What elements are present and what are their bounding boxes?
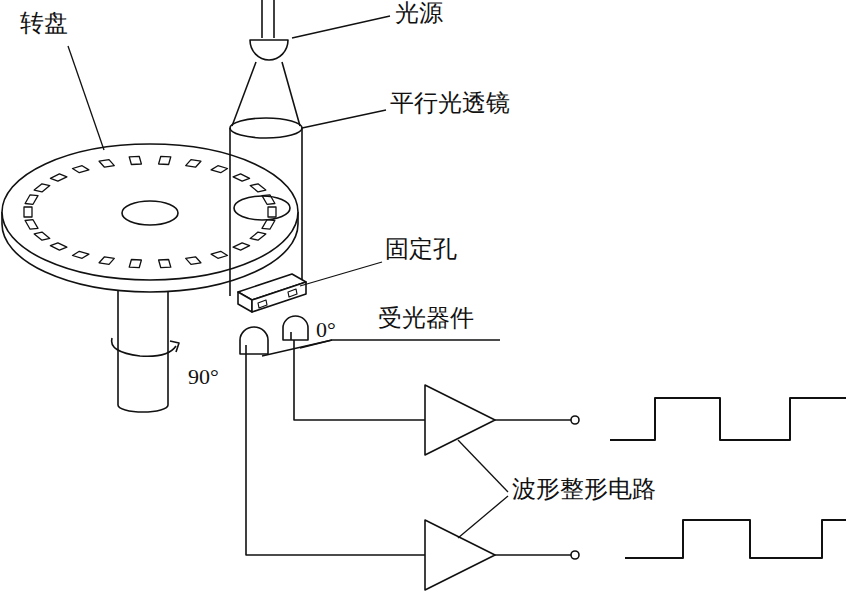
disk-slot xyxy=(268,207,276,217)
angle-label: 90° xyxy=(188,365,219,389)
disk-slot xyxy=(211,166,227,173)
fixed-slit xyxy=(238,274,306,312)
wires xyxy=(246,340,579,559)
disk-slot xyxy=(233,243,250,250)
disk-slot xyxy=(99,257,114,265)
disk xyxy=(2,144,298,292)
disk-slot xyxy=(129,156,141,164)
disk-slot xyxy=(186,160,201,168)
disk-slot xyxy=(24,207,32,217)
disk-slot xyxy=(129,260,141,268)
part-label: 光源 xyxy=(395,0,443,26)
disk-slot xyxy=(159,260,171,268)
disk-slot xyxy=(211,251,227,258)
light-cone xyxy=(232,62,300,126)
disk-slot xyxy=(50,243,67,250)
part-label: 平行光透镜 xyxy=(390,90,510,116)
disk-slot xyxy=(25,195,38,205)
lens-cylinder xyxy=(230,118,302,296)
disk-slot xyxy=(233,174,250,181)
disk-slot xyxy=(99,160,114,168)
disk-slot xyxy=(186,257,201,265)
disk-slot xyxy=(250,232,266,240)
disk-slot xyxy=(34,232,50,240)
disk-slot xyxy=(262,220,275,230)
disk-slot xyxy=(50,174,67,181)
disk-slot xyxy=(250,184,266,192)
rotation-arrow xyxy=(112,338,179,356)
shaping-amplifiers xyxy=(425,385,495,590)
disk-slot xyxy=(25,220,38,230)
disk-slot xyxy=(73,166,89,173)
disk-slot xyxy=(159,156,171,164)
part-label: 受光器件 xyxy=(378,305,474,331)
angle-label: 0° xyxy=(316,318,336,342)
part-label: 波形整形电路 xyxy=(512,476,656,502)
shaft xyxy=(118,280,168,412)
light-source xyxy=(250,0,288,60)
part-label: 固定孔 xyxy=(385,236,457,262)
disk-slot xyxy=(73,251,89,258)
part-label: 转盘 xyxy=(20,10,68,36)
disk-slot xyxy=(34,184,50,192)
